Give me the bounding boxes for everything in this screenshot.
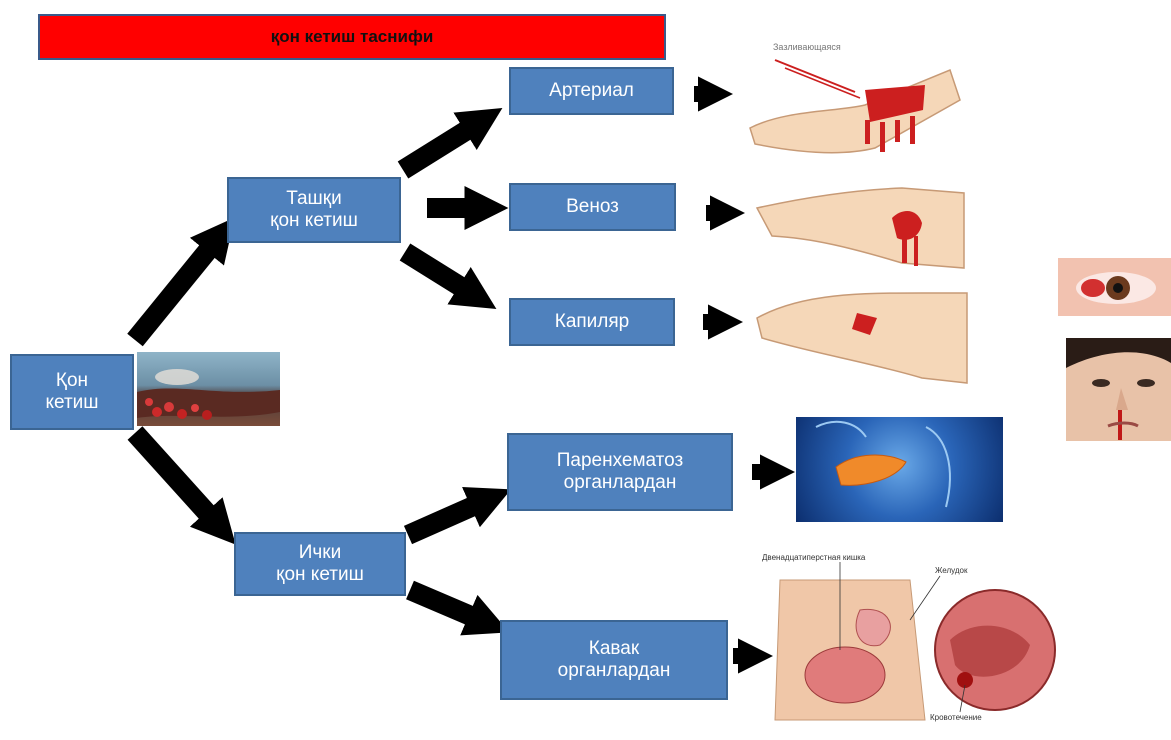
eye-hemorrhage-image bbox=[1058, 258, 1171, 316]
capillary-bleeding-image bbox=[752, 283, 972, 388]
anatomy-label-stomach: Желудок bbox=[935, 566, 968, 575]
node-internal-bleeding: Ички қон кетиш bbox=[234, 532, 406, 596]
arrow-internal-to-cavity bbox=[410, 590, 485, 622]
arterial-image-caption: Зазливающаяся bbox=[773, 42, 841, 52]
node-capillary: Капиляр bbox=[509, 298, 675, 346]
arterial-bleeding-image: Зазливающаяся bbox=[745, 40, 965, 158]
arrow-root-to-internal bbox=[135, 433, 218, 525]
arrow-external-to-arterial bbox=[403, 122, 480, 170]
nosebleed-image bbox=[1066, 338, 1171, 441]
anatomy-label-duodenum: Двенадцатиперстная кишка bbox=[762, 553, 866, 562]
node-bleeding: Қон кетиш bbox=[10, 354, 134, 430]
abdominal-organs-image: Двенадцатиперстная кишка Желудок Кровоте… bbox=[760, 550, 1070, 725]
node-arterial: Артериал bbox=[509, 67, 674, 115]
anatomy-label-bleeding: Кровотечение bbox=[930, 713, 982, 722]
arrow-root-to-external bbox=[135, 238, 218, 340]
venous-bleeding-image bbox=[752, 178, 967, 278]
node-venous: Веноз bbox=[509, 183, 676, 231]
blood-vessel-image bbox=[137, 352, 280, 426]
arrow-internal-to-parenchymal bbox=[408, 500, 487, 535]
liver-image bbox=[796, 417, 1003, 522]
node-external-bleeding: Ташқи қон кетиш bbox=[227, 177, 401, 243]
node-parenchymal-organs: Паренхематоз органлардан bbox=[507, 433, 733, 511]
node-cavity-organs: Кавак органлардан bbox=[500, 620, 728, 700]
arrow-external-to-capillary bbox=[405, 252, 474, 295]
